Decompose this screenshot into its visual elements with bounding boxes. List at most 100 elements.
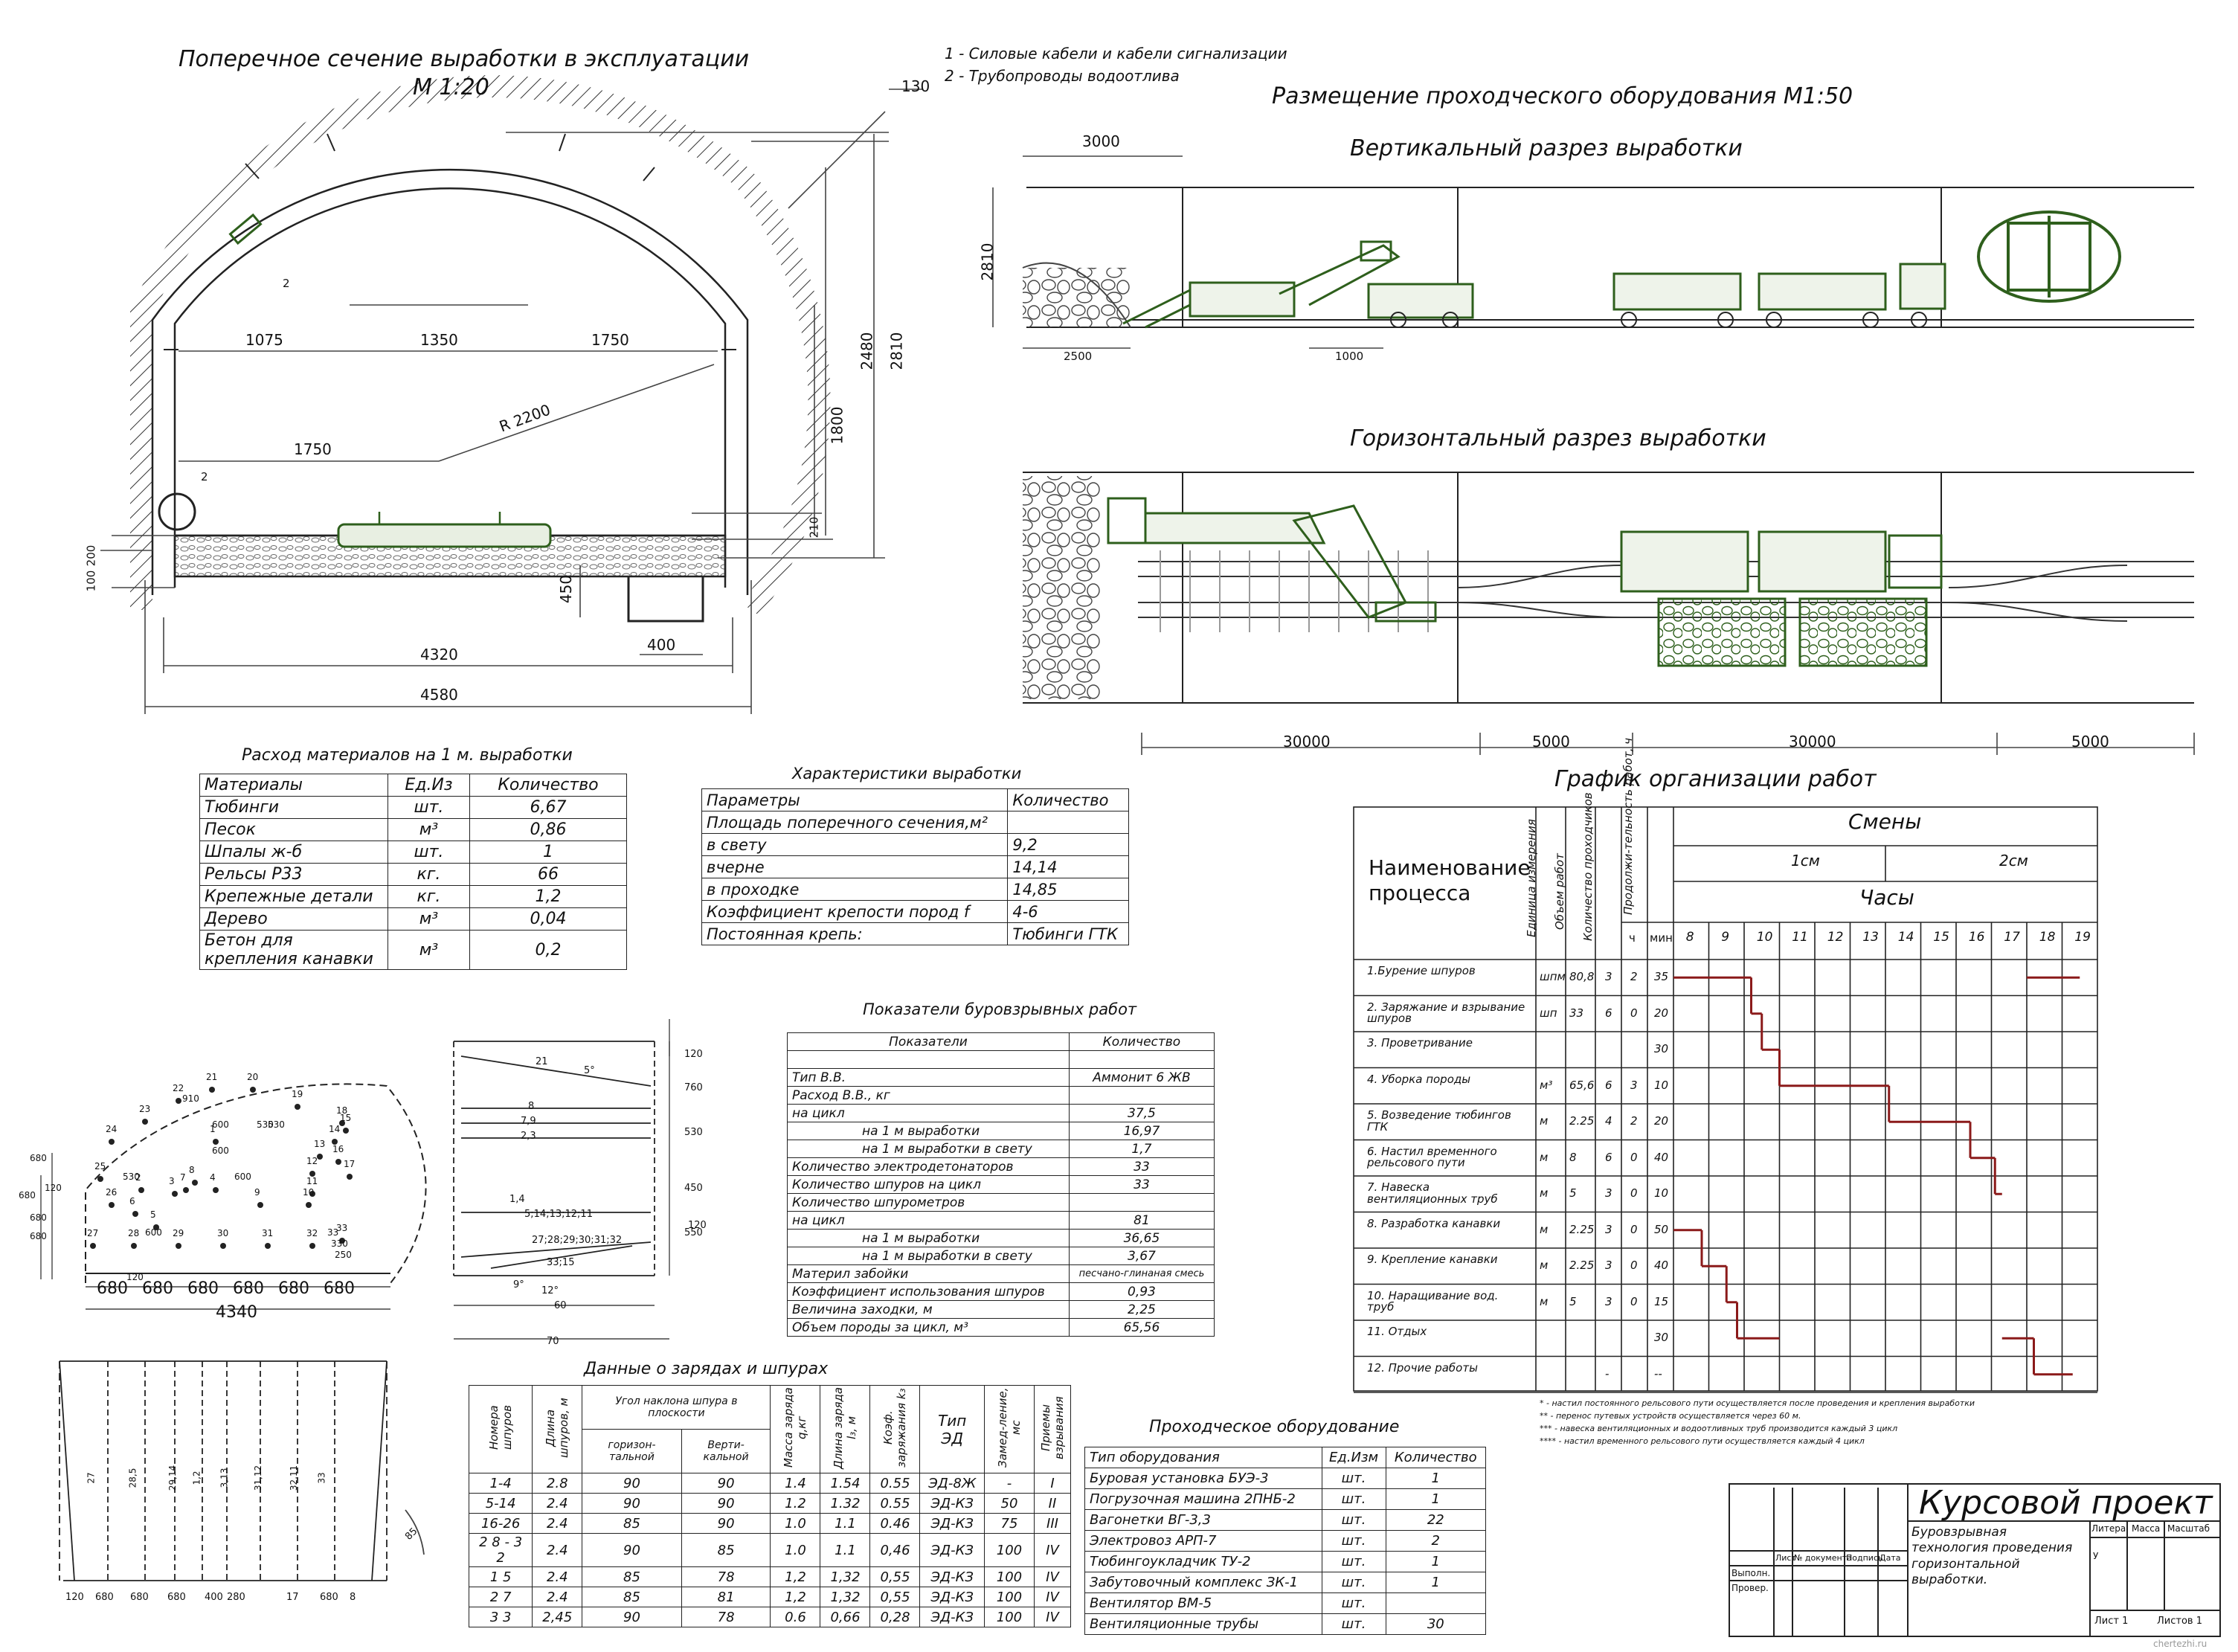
stamp-scale: Масштаб bbox=[2167, 1523, 2210, 1534]
face-misc-dim: 330 bbox=[331, 1238, 348, 1249]
cell: м³ bbox=[388, 818, 470, 841]
process-unit: шпм bbox=[1540, 970, 1566, 983]
header-cell: Длина шпуров, м bbox=[532, 1385, 583, 1473]
drill-hole bbox=[220, 1243, 226, 1249]
cell: 5-14 bbox=[468, 1493, 533, 1514]
table-header-row: Материалы Ед.Из Количество bbox=[199, 774, 628, 797]
header-cell: Замед-ление, мс bbox=[983, 1385, 1035, 1473]
process-name: 5. Возведение тюбингов ГТК bbox=[1367, 1108, 1511, 1134]
drill-hole bbox=[317, 1154, 323, 1160]
process-workers: 3 bbox=[1605, 1259, 1612, 1272]
side-view-label: 7,9 bbox=[521, 1116, 536, 1127]
dim-1075: 1075 bbox=[245, 331, 283, 349]
cell: Тюбинги bbox=[199, 796, 388, 819]
hole-number: 23 bbox=[139, 1104, 151, 1114]
cell: Погрузочная машина 2ПНБ-2 bbox=[1084, 1488, 1322, 1510]
process-minutes: 15 bbox=[1654, 1294, 1669, 1308]
drill-hole bbox=[250, 1087, 256, 1093]
characteristics-table: Параметры Количество Площадь поперечного… bbox=[701, 788, 1129, 945]
drill-holes bbox=[90, 1087, 353, 1249]
dim-30000-b: 30000 bbox=[1789, 733, 1836, 751]
cell bbox=[1007, 811, 1129, 834]
drill-hole bbox=[138, 1187, 144, 1193]
cell: II bbox=[1033, 1493, 1072, 1514]
dim-3000: 3000 bbox=[1082, 132, 1120, 150]
schedule-col-duration: Продолжи-тельность работ, ч bbox=[1621, 737, 1635, 915]
dim-5000-a: 5000 bbox=[1532, 733, 1570, 751]
side-view-label: 60 bbox=[554, 1300, 567, 1311]
header-cell: Ед.Изм bbox=[1321, 1447, 1386, 1468]
cell: 2 bbox=[1385, 1530, 1487, 1552]
schedule-bars bbox=[1673, 976, 2080, 1376]
plan-view-dim: 17 bbox=[286, 1592, 299, 1603]
drill-hole bbox=[339, 1120, 345, 1126]
dim-130: 130 bbox=[901, 77, 930, 95]
drill-hole bbox=[265, 1243, 271, 1249]
hour-label: 16 bbox=[1968, 930, 1985, 945]
plan-view-dim: 680 bbox=[95, 1592, 114, 1603]
cell: на 1 м выработки bbox=[787, 1229, 1070, 1247]
cell: 2.4 bbox=[532, 1493, 583, 1514]
process-workers: 3 bbox=[1605, 1222, 1612, 1236]
cell: 1,2 bbox=[469, 885, 628, 908]
side-view-label: 530 bbox=[684, 1127, 703, 1138]
cell: Тип В.В. bbox=[787, 1068, 1070, 1087]
cell: 1 5 bbox=[468, 1566, 533, 1587]
cell: 37,5 bbox=[1068, 1104, 1215, 1122]
table-header-row: Параметры Количество bbox=[701, 788, 1129, 811]
dim-2500: 2500 bbox=[1064, 350, 1093, 363]
plan-view-dim: 400 bbox=[205, 1592, 223, 1603]
cell: Вагонетки ВГ-3,3 bbox=[1084, 1509, 1322, 1531]
drill-hole bbox=[343, 1128, 349, 1134]
hole-number: 31 bbox=[262, 1228, 274, 1238]
drill-hole bbox=[132, 1211, 138, 1217]
cell: 85 bbox=[681, 1533, 771, 1567]
hole-length-label: 27 bbox=[86, 1472, 97, 1484]
process-workers: 3 bbox=[1605, 970, 1612, 983]
legend-item-2: 2 - Трубопроводы водоотлива bbox=[945, 67, 1180, 85]
hole-length-label: 1,2 bbox=[191, 1471, 202, 1485]
cell: в свету bbox=[701, 833, 1009, 856]
cell: 1 bbox=[1385, 1572, 1487, 1593]
drill-hole bbox=[257, 1202, 263, 1208]
side-view-label: 27;28;29;30;31;32 bbox=[532, 1235, 623, 1246]
process-volume: 33 bbox=[1569, 1006, 1584, 1020]
cell: 100 bbox=[983, 1533, 1035, 1567]
header-cell: Верти-кальной bbox=[681, 1429, 771, 1473]
cell: Буровая установка БУЭ-3 bbox=[1084, 1468, 1322, 1489]
header-text: Масса заряда q,кг bbox=[782, 1387, 809, 1468]
cell: 1.2 bbox=[770, 1493, 821, 1514]
cell: 1,7 bbox=[1068, 1140, 1215, 1158]
cell: Материл забойки bbox=[787, 1264, 1070, 1283]
cell: 0.55 bbox=[869, 1473, 921, 1494]
process-unit: шп bbox=[1540, 1006, 1557, 1020]
header-cell: Показатели bbox=[787, 1032, 1070, 1051]
drill-hole bbox=[213, 1139, 219, 1145]
process-hours: 2 bbox=[1630, 1114, 1638, 1128]
cell: 81 bbox=[1068, 1211, 1215, 1230]
hole-number: 13 bbox=[314, 1139, 326, 1149]
hole-number: 18 bbox=[336, 1105, 348, 1116]
cell: 50 bbox=[983, 1493, 1035, 1514]
header-cell: Приемы взрывания bbox=[1033, 1385, 1072, 1473]
cell: IV bbox=[1033, 1566, 1072, 1587]
cell: на 1 м выработки bbox=[787, 1122, 1070, 1140]
header-cell: Параметры bbox=[701, 788, 1009, 811]
face-misc-dim: 530 bbox=[257, 1119, 274, 1130]
cell bbox=[787, 1050, 1070, 1069]
dim-2810-v: 2810 bbox=[978, 242, 997, 281]
stamp-title: Курсовой проект bbox=[1919, 1484, 2213, 1522]
